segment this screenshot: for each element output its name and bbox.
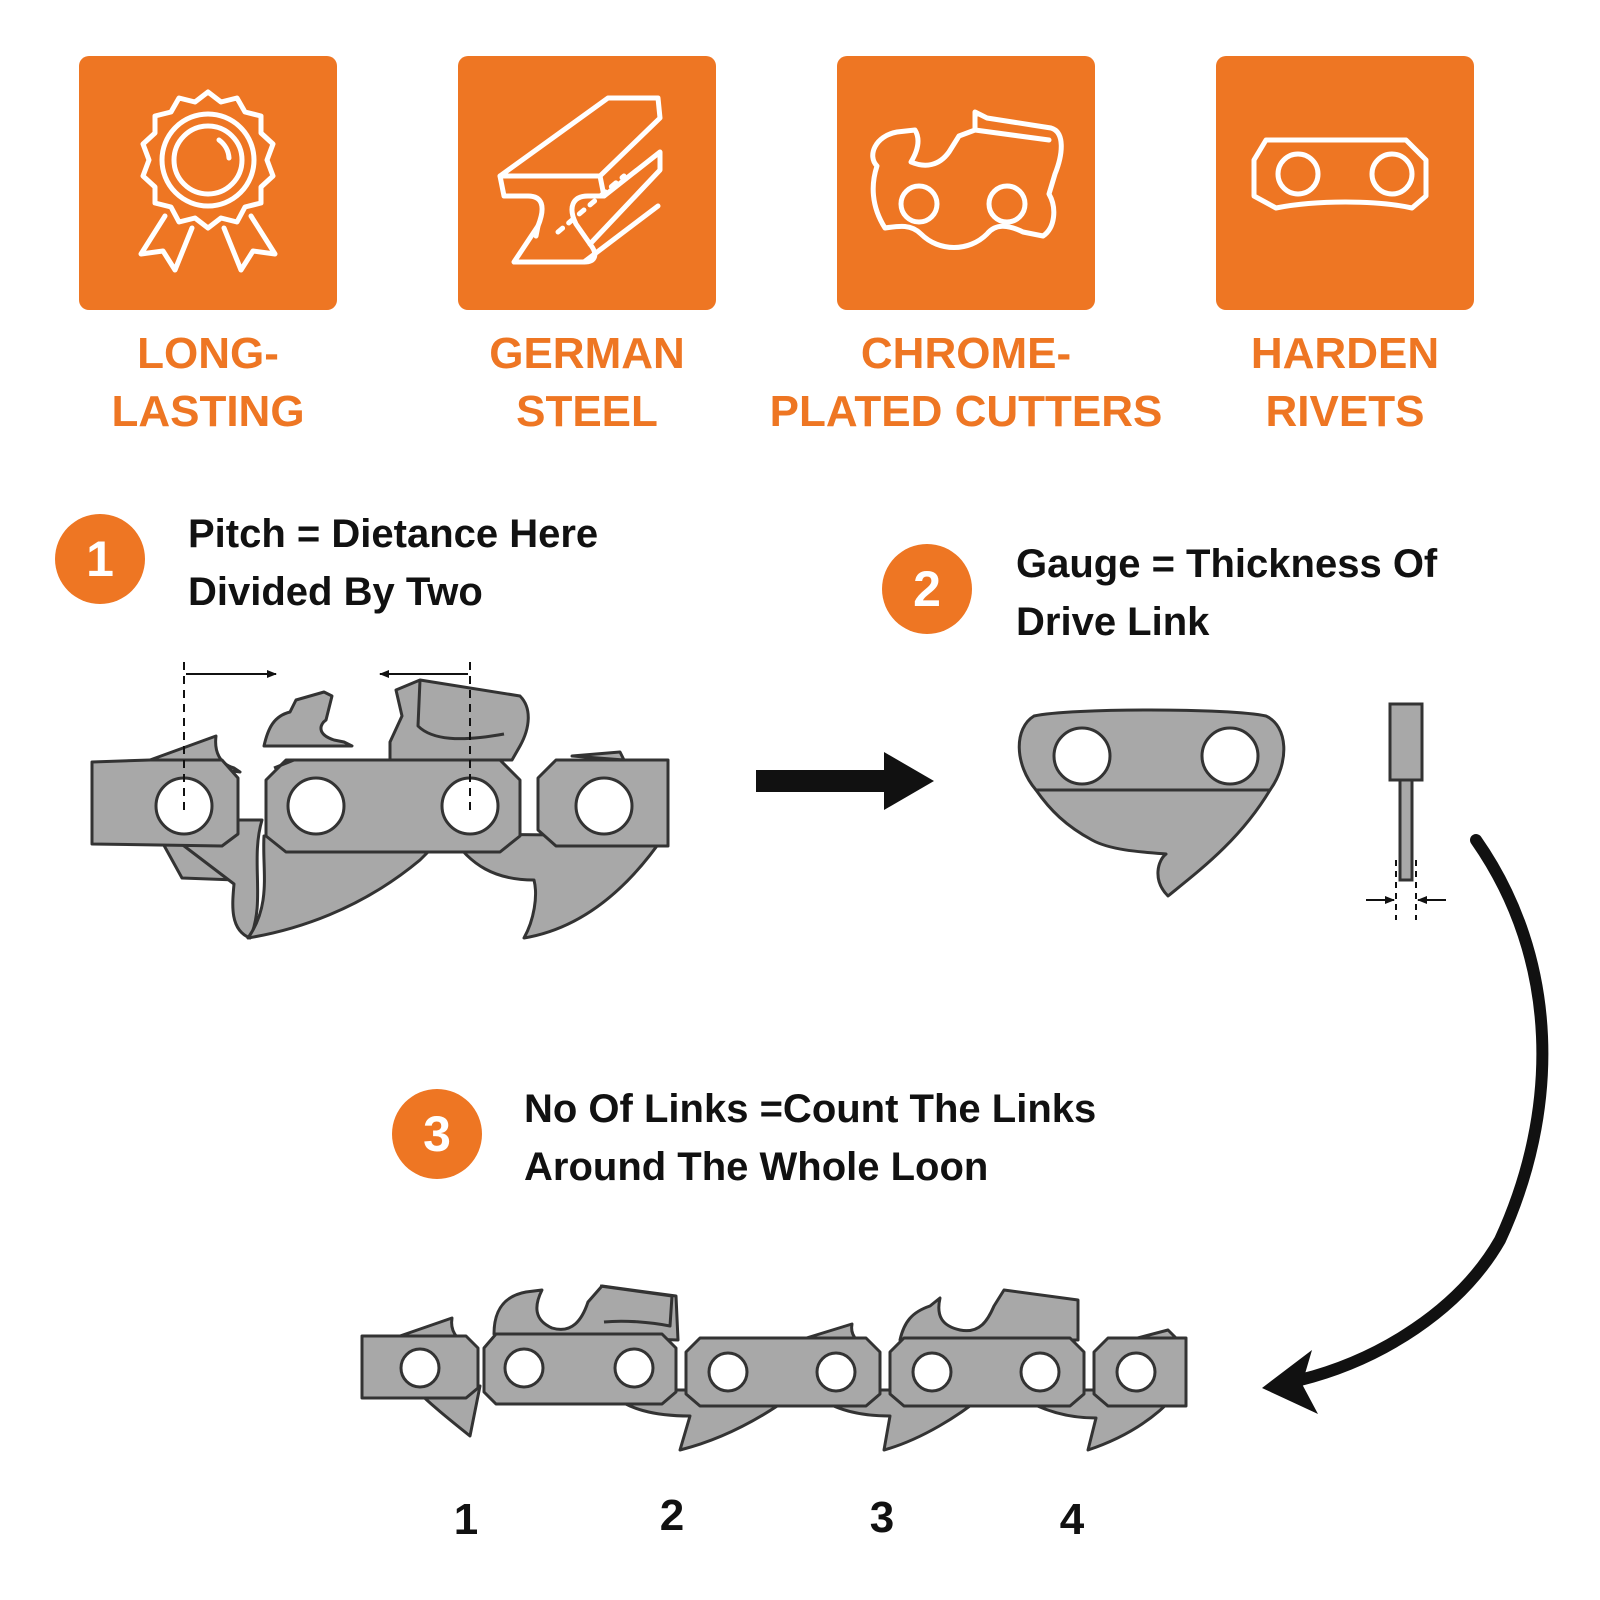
drive-link-part [1017, 708, 1286, 898]
step-text-gauge: Gauge = Thickness Of Drive Link [1016, 535, 1437, 651]
side-links [360, 1332, 1188, 1408]
pitch-chain [90, 678, 670, 940]
rivet-hole [613, 1347, 655, 1389]
cutter-link-left [262, 690, 354, 748]
feature-label-line2: STEEL [516, 387, 658, 436]
step-text-pitch: Pitch = Dietance Here Divided By Two [188, 505, 598, 621]
drive-link-side-view [1388, 702, 1424, 882]
link-number-2: 2 [660, 1491, 684, 1540]
steel-beam-icon [497, 95, 663, 265]
rivet-hole [815, 1351, 857, 1393]
rivet-hole [1019, 1351, 1061, 1393]
link-number-4: 4 [1060, 1495, 1085, 1544]
award-medal-icon [138, 89, 278, 273]
feature-label-german-steel: GERMAN STEEL [377, 325, 797, 441]
drive-link-left [148, 818, 446, 940]
feature-label-line2: LASTING [111, 387, 305, 436]
rivet-hole [399, 1347, 441, 1389]
rivet-hole [286, 776, 346, 836]
rivet-link-icon [1251, 137, 1429, 211]
feature-label-line1: HARDEN [1250, 329, 1440, 378]
feature-label-line1: CHROME- [860, 329, 1072, 378]
link-number-1: 1 [454, 1495, 478, 1544]
feature-tile-harden-rivets [1216, 56, 1474, 310]
step-badge-1: 1 [55, 514, 145, 604]
link-number-3: 3 [870, 1493, 894, 1542]
feature-label-chrome-plated-cutters: CHROME- PLATED CUTTERS [756, 325, 1176, 441]
feature-label-line1: GERMAN [489, 329, 685, 378]
cutter-link-right [388, 678, 530, 762]
step-text-line2: Divided By Two [188, 570, 483, 614]
feature-label-long-lasting: LONG- LASTING [0, 325, 418, 441]
feature-tile-long-lasting [79, 56, 337, 310]
step-badge-3: 3 [392, 1089, 482, 1179]
feature-tile-german-steel [458, 56, 716, 310]
feature-label-line1: LONG- [137, 329, 279, 378]
step-text-line2: Around The Whole Loon [524, 1145, 989, 1189]
step-text-line2: Drive Link [1016, 600, 1210, 644]
cutter-link-icon [870, 109, 1064, 250]
step-text-line1: Pitch = Dietance Here [188, 512, 599, 556]
count-chain [360, 1284, 1188, 1452]
curved-arrow-icon [1262, 834, 1549, 1414]
cutter-link-1 [492, 1284, 680, 1342]
feature-label-harden-rivets: HARDEN RIVETS [1135, 325, 1555, 441]
feature-tile-chrome-plated-cutters [837, 56, 1095, 310]
step-badge-2: 2 [882, 544, 972, 634]
step-text-line1: No Of Links =Count The Links [524, 1087, 1097, 1131]
rivet-hole [574, 776, 634, 836]
rivet-hole [911, 1351, 953, 1393]
rivet-hole [707, 1351, 749, 1393]
step-text-links: No Of Links =Count The Links Around The … [524, 1080, 1096, 1196]
pitch-dimension-lines [183, 662, 471, 812]
right-arrow-icon [756, 752, 934, 810]
feature-label-line2: RIVETS [1265, 387, 1425, 436]
drive-link-right [448, 832, 666, 940]
rivet-hole [503, 1347, 545, 1389]
cutter-link-2 [898, 1288, 1080, 1342]
gauge-dimension-lines [1366, 860, 1446, 920]
step-text-line1: Gauge = Thickness Of [1016, 542, 1438, 586]
rivet-hole [1115, 1351, 1157, 1393]
feature-label-line2: PLATED CUTTERS [769, 387, 1163, 436]
